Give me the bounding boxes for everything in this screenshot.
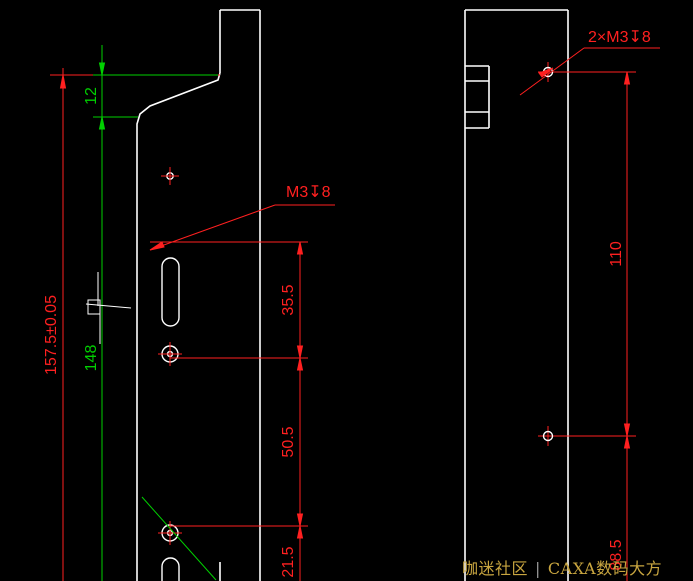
left-slots-and-holes xyxy=(161,172,180,581)
right-holes xyxy=(542,66,554,442)
watermark: 咖迷社区 | CAXA数码大方 xyxy=(462,555,662,579)
left-dimensions xyxy=(50,68,335,581)
watermark-right: CAXA数码大方 xyxy=(547,559,663,578)
top-offset-label: 12 xyxy=(83,87,100,105)
green-dimensions xyxy=(93,45,218,581)
right-view-outline xyxy=(464,9,569,581)
slot-spacing-3-label: 21.5 xyxy=(280,546,297,577)
watermark-left: 咖迷社区 xyxy=(462,559,529,578)
section-marker xyxy=(85,272,132,344)
slot-spacing-2-label: 50.5 xyxy=(280,426,297,457)
right-bottom-partial-label: 88.5 xyxy=(608,539,625,570)
watermark-separator: | xyxy=(535,559,541,578)
right-dimensions xyxy=(519,47,660,581)
inner-length-label: 148 xyxy=(83,345,100,372)
left-view-outline xyxy=(136,9,261,581)
overall-length-label: 157.5±0.05 xyxy=(43,295,60,375)
right-tap-callout: 2×M3↧8 xyxy=(588,29,651,46)
lower-slot xyxy=(161,557,180,581)
slot-spacing-1-label: 35.5 xyxy=(280,284,297,315)
dimension-labels: 157.5±0.05 M3↧8 35.5 50.5 21.5 2×M3↧8 11… xyxy=(43,29,651,578)
right-hole-spacing-label: 110 xyxy=(608,241,625,267)
left-tap-callout: M3↧8 xyxy=(286,184,331,201)
center-marks xyxy=(158,62,558,545)
green-labels: 12 148 xyxy=(83,87,100,371)
upper-slot xyxy=(161,257,180,327)
